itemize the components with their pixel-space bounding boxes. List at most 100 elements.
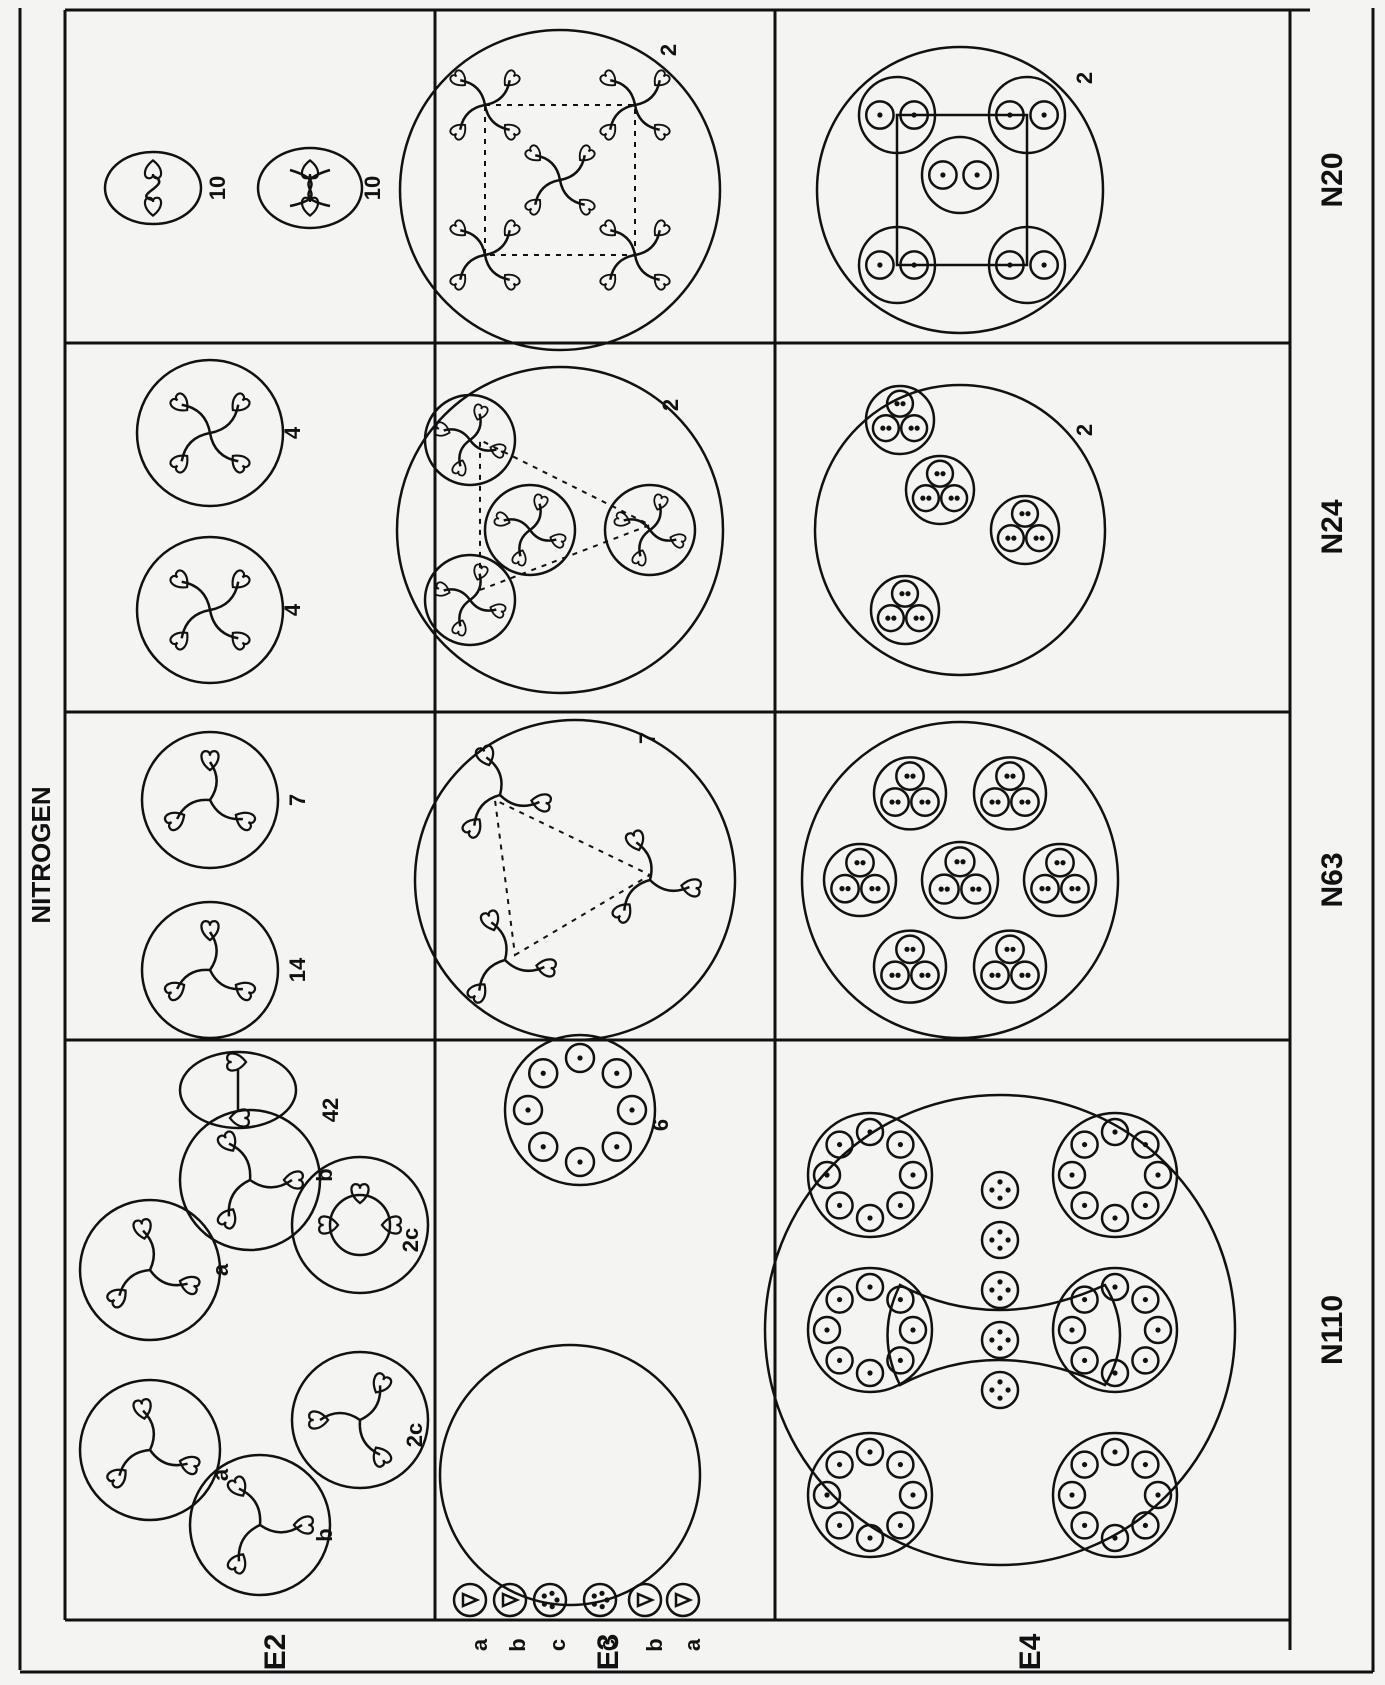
e4-n110-lens-atom-3-dot-3 — [997, 1229, 1002, 1234]
e2-n20-10a-link — [146, 176, 159, 200]
e4-n110-lens-atom-3-dot-0 — [1006, 1237, 1011, 1242]
e2-n63-14-orbital-lobe-1-heart-shape — [163, 978, 188, 1002]
e4-n24-cluster-0-sub-2-dot-1 — [891, 616, 896, 621]
e3-n20-cluster-2-lobe-1-stem — [610, 105, 635, 130]
e4-n24-cluster-3-sub-1 — [901, 415, 927, 441]
e4-n63-cluster-3-sub-1 — [861, 875, 888, 902]
column-label-n20: N20 — [1316, 152, 1349, 207]
e3-n110-ring-atom-3-dot — [541, 1144, 546, 1149]
e4-n110-ring-3-sub-1-dot-0 — [1143, 1523, 1148, 1528]
e2-n110-c1-orbital-lobe-1-heart-shape — [309, 1411, 328, 1428]
e3-n24-cluster-1-lobe-2-heart — [493, 511, 511, 529]
e3-n63-orbital-1-lobe-2-heart-shape — [680, 877, 702, 897]
e3-n20-cluster-3-lobe-3-heart-shape — [650, 219, 671, 240]
e2-n110-b1-orbital-lobe-0-heart — [294, 1516, 313, 1533]
e4-n63-cluster-5-sub-2-dot-1 — [995, 799, 1000, 804]
e3-n24-cluster-3-lobe-0-heart — [488, 441, 506, 459]
e3-n24-cluster-2-lobe-3-heart-shape — [651, 493, 669, 511]
e4-n110-lens-atom-4-dot-2 — [989, 1187, 994, 1192]
e2-n24-4a-orbital-lobe-2-stem — [182, 582, 210, 610]
e2-n110-a2-orbital-lobe-2-stem — [143, 1231, 154, 1270]
e3-n20-cluster-2-lobe-0-heart-shape — [650, 120, 671, 141]
e4-n63-cluster-1-sub-2-dot-0 — [989, 973, 994, 978]
e3-n20-cluster-1-lobe-1-stem — [460, 255, 485, 280]
e4-n24-label-2: 2 — [1072, 424, 1097, 436]
e2-n24-4a-orbital-lobe-0-stem — [210, 610, 238, 638]
e4-n24-cluster-1-sub-1-dot-1 — [1040, 536, 1045, 541]
e2-n24-4b-orbital-lobe-3-heart-shape — [227, 392, 251, 416]
e3-n110-atom-5 — [667, 1584, 699, 1616]
e4-n63-cluster-2-sub-0-dot-1 — [910, 947, 915, 952]
e3-n20-cluster-0-lobe-0-heart — [500, 120, 521, 141]
e2-n110-a1-orbital-lobe-0-heart — [177, 1453, 201, 1476]
e3-n24-cluster-1-lobe-0-heart-shape — [548, 531, 566, 549]
e4-n110-ring-1-sub-0-dot-0 — [910, 1327, 915, 1332]
e4-n110-ring-4-sub-3-dot-0 — [1082, 1358, 1087, 1363]
e4-n110-ring-0-sub-1-dot-0 — [898, 1523, 903, 1528]
e4-n63-cluster-5-sub-0 — [996, 762, 1023, 789]
e4-n24-cluster-2-sub-0 — [927, 461, 953, 487]
e4-n110-ring-3-sub-4-dot-0 — [1069, 1492, 1074, 1497]
e3-n110-label-b1: b — [505, 1638, 530, 1651]
e3-n20-cluster-4-lobe-3-heart-shape — [575, 144, 596, 165]
e2-n110-a2-orbital-lobe-0-stem — [150, 1270, 188, 1285]
e2-n110-b2-orbital-lobe-2-heart — [216, 1130, 240, 1155]
e4-n63-cluster-2-sub-2 — [881, 962, 908, 989]
e3-n63-orbital-0-lobe-0-heart — [535, 957, 557, 977]
e4-n24-cluster-1-sub-0-dot-0 — [1019, 511, 1024, 516]
e4-n63-cluster-1-sub-0 — [996, 936, 1023, 963]
e4-n110-ring-5-sub-4-dot-0 — [1069, 1172, 1074, 1177]
e2-n110-b1-orbital-lobe-1-stem — [239, 1525, 260, 1561]
e3-n63-triangle — [495, 800, 650, 955]
e3-n20-cluster-0-lobe-1-stem — [460, 105, 485, 130]
e2-n110-a2-orbital-lobe-1-heart-shape — [106, 1284, 132, 1309]
e3-n20-cluster-0-lobe-3-heart-shape — [500, 69, 521, 90]
e3-n24-cluster-3-lobe-1-heart-shape — [451, 458, 469, 476]
e4-n24-cluster-1-sub-2 — [998, 525, 1024, 551]
e4-n63-cluster-4-sub-0 — [896, 762, 923, 789]
e4-n110-ring-3-sub-7-dot-0 — [1143, 1462, 1148, 1467]
e4-n63-cluster-4-sub-0-dot-0 — [904, 774, 909, 779]
e4-n24-cluster-1-sub-0-dot-1 — [1025, 511, 1030, 516]
e2-n20-label-10b: 10 — [360, 176, 385, 200]
e4-n24-cluster-3-sub-2 — [873, 415, 899, 441]
e2-n63-label-14: 14 — [285, 957, 310, 982]
e2-n110-a2-orbital-lobe-1-heart — [106, 1284, 132, 1309]
e3-n110-atom-2-dot-4 — [549, 1591, 554, 1596]
e4-n24-cluster-2-sub-2 — [913, 485, 939, 511]
e3-n20-cluster-3-lobe-3-stem — [635, 230, 660, 255]
e2-n24-4b-orbital-lobe-3-heart — [227, 392, 251, 416]
e3-n110-ring-atom-6-dot — [577, 1055, 582, 1060]
e2-n24-4b-orbital-lobe-1-stem — [182, 433, 210, 461]
e4-n110-ring-1-sub-3-dot-0 — [837, 1358, 842, 1363]
e4-n24-cluster-0-sub-2 — [878, 605, 904, 631]
e4-n110-ring-5-sub-2-dot-0 — [1112, 1215, 1117, 1220]
e3-n110-label-c1: c — [545, 1639, 570, 1651]
e3-n20-cluster-2-lobe-1-heart-shape — [599, 120, 620, 141]
e2-n20-10a-heart-1-shape — [145, 198, 161, 216]
e3-n110-ring-atom-7-dot — [614, 1071, 619, 1076]
e3-n110-atom-2-dot-1 — [550, 1604, 555, 1609]
e2-n63-7-orbital-lobe-2-heart-shape — [201, 751, 218, 770]
e3-n20-cluster-1-lobe-3-stem — [485, 230, 510, 255]
e4-n24-cluster-0-sub-0 — [892, 581, 918, 607]
e3-n24-cluster-2-lobe-0-heart — [668, 531, 686, 549]
e2-n63-7-orbital-lobe-1-heart-shape — [163, 808, 188, 832]
e4-n110-ring-0-sub-7-dot-0 — [898, 1462, 903, 1467]
e4-n110-lens-atom-4-dot-3 — [997, 1179, 1002, 1184]
e2-n24-4b-orbital-lobe-2-heart-shape — [169, 392, 193, 416]
e3-n20-cluster-0-lobe-3-heart — [500, 69, 521, 90]
e4-n24-cluster-0-sub-0-dot-1 — [905, 591, 910, 596]
e4-n20-label-2: 2 — [1072, 72, 1097, 84]
e2-n110-c2-heart-1 — [351, 1184, 368, 1203]
e4-n110-lens-atom-1 — [982, 1322, 1018, 1358]
e2-n20-label-10a: 10 — [205, 176, 230, 200]
e4-n110-ring-0-sub-4-dot-0 — [824, 1492, 829, 1497]
e3-n63-orbital-2-lobe-2-stem — [474, 795, 500, 826]
e4-n63-cluster-3-sub-1-dot-1 — [875, 886, 880, 891]
e3-n20-cluster-0-lobe-1-heart-shape — [449, 120, 470, 141]
e4-n110-lens-atom-0-dot-3 — [997, 1379, 1002, 1384]
e3-n63-orbital-0-lobe-1-stem — [479, 960, 505, 991]
e3-n63-orbital-1-lobe-0-heart-shape — [611, 899, 636, 925]
e2-n110-label-b1: b — [312, 1528, 337, 1541]
